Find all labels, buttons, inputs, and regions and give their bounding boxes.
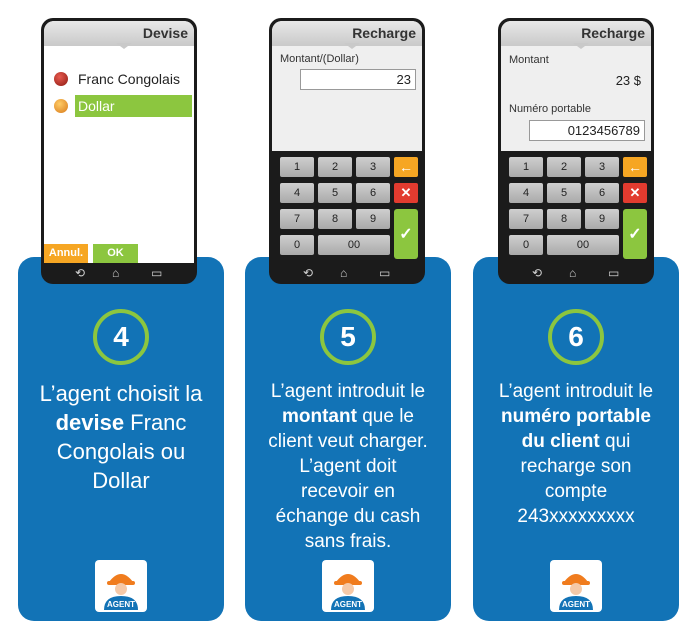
android-navbar: ⟲ ⌂ ▭ <box>269 262 425 284</box>
svg-text:AGENT: AGENT <box>562 600 590 609</box>
key-2[interactable]: 2 <box>547 157 581 177</box>
home-nav-icon[interactable]: ⌂ <box>112 266 120 280</box>
ok-button[interactable]: OK <box>93 244 138 263</box>
numero-portable-label: Numéro portable <box>509 103 591 115</box>
key-2[interactable]: 2 <box>318 157 352 177</box>
screen-title: Devise <box>142 25 188 41</box>
home-nav-icon[interactable]: ⌂ <box>340 266 348 280</box>
montant-value: 23 $ <box>615 73 641 88</box>
key-5[interactable]: 5 <box>547 183 581 203</box>
enter-key[interactable]: ✓ <box>394 209 418 259</box>
screen-title: Recharge <box>581 25 645 41</box>
step-description: L’agent introduit le numéro portable du … <box>498 381 654 527</box>
numeric-keypad: 1 2 3 ← 4 5 6 ✕ 7 8 9 ✓ 0 00 <box>501 151 651 263</box>
delete-key[interactable]: ✕ <box>623 183 647 203</box>
step-card-6: 6 L’agent introduit le numéro portable d… <box>473 257 679 621</box>
montant-label: Montant <box>509 54 549 66</box>
key-0[interactable]: 0 <box>280 235 314 255</box>
recent-apps-icon[interactable]: ▭ <box>608 266 620 280</box>
screen-title: Recharge <box>352 25 416 41</box>
phone-screen: Recharge Montant/(Dollar) 23 1 2 3 ← 4 5… <box>272 21 422 263</box>
android-navbar: ⟲ ⌂ ▭ <box>498 262 654 284</box>
step-description: L’agent introduit le montant que le clie… <box>268 381 428 552</box>
screen-titlebar: Recharge <box>501 21 651 49</box>
back-nav-icon[interactable]: ⟲ <box>75 266 86 280</box>
recent-apps-icon[interactable]: ▭ <box>151 266 163 280</box>
phone-screen: Devise Franc Congolais Dollar Annul. OK <box>44 21 194 263</box>
backspace-key[interactable]: ← <box>394 157 418 177</box>
phone-screen: Recharge Montant 23 $ Numéro portable 01… <box>501 21 651 263</box>
key-7[interactable]: 7 <box>509 209 543 229</box>
key-00[interactable]: 00 <box>318 235 390 255</box>
key-9[interactable]: 9 <box>356 209 390 229</box>
home-nav-icon[interactable]: ⌂ <box>569 266 577 280</box>
agent-badge-icon: AGENT <box>550 560 602 612</box>
key-1[interactable]: 1 <box>509 157 543 177</box>
option-label-franc-congolais[interactable]: Franc Congolais <box>78 71 180 87</box>
annul-button[interactable]: Annul. <box>44 244 88 263</box>
svg-text:AGENT: AGENT <box>107 600 135 609</box>
option-dollar-selected[interactable]: Dollar <box>75 95 192 117</box>
step-number: 5 <box>320 309 376 365</box>
key-9[interactable]: 9 <box>585 209 619 229</box>
agent-badge-icon: AGENT <box>95 560 147 612</box>
screen-titlebar: Devise <box>44 21 194 49</box>
step-description: L’agent choisit la devise Franc Congolai… <box>39 381 203 493</box>
key-1[interactable]: 1 <box>280 157 314 177</box>
back-nav-icon[interactable]: ⟲ <box>532 266 543 280</box>
phone-devise: Devise Franc Congolais Dollar Annul. OK … <box>41 18 197 284</box>
screen-titlebar: Recharge <box>272 21 422 49</box>
agent-badge-icon: AGENT <box>322 560 374 612</box>
phone-recharge-montant: Recharge Montant/(Dollar) 23 1 2 3 ← 4 5… <box>269 18 425 284</box>
key-4[interactable]: 4 <box>280 183 314 203</box>
key-7[interactable]: 7 <box>280 209 314 229</box>
radio-franc-congolais[interactable] <box>54 72 68 86</box>
key-00[interactable]: 00 <box>547 235 619 255</box>
backspace-key[interactable]: ← <box>623 157 647 177</box>
key-8[interactable]: 8 <box>318 209 352 229</box>
step-number: 4 <box>93 309 149 365</box>
key-6[interactable]: 6 <box>585 183 619 203</box>
enter-key[interactable]: ✓ <box>623 209 647 259</box>
key-0[interactable]: 0 <box>509 235 543 255</box>
svg-text:AGENT: AGENT <box>334 600 362 609</box>
key-8[interactable]: 8 <box>547 209 581 229</box>
recent-apps-icon[interactable]: ▭ <box>379 266 391 280</box>
montant-input[interactable]: 23 <box>300 69 416 90</box>
phone-recharge-numero: Recharge Montant 23 $ Numéro portable 01… <box>498 18 654 284</box>
montant-label: Montant/(Dollar) <box>280 53 359 65</box>
step-card-5: 5 L’agent introduit le montant que le cl… <box>245 257 451 621</box>
step-number: 6 <box>548 309 604 365</box>
android-navbar: ⟲ ⌂ ▭ <box>41 262 197 284</box>
key-5[interactable]: 5 <box>318 183 352 203</box>
numeric-keypad: 1 2 3 ← 4 5 6 ✕ 7 8 9 ✓ 0 00 <box>272 151 422 263</box>
numero-portable-input[interactable]: 0123456789 <box>529 120 645 141</box>
key-3[interactable]: 3 <box>356 157 390 177</box>
key-6[interactable]: 6 <box>356 183 390 203</box>
radio-dollar[interactable] <box>54 99 68 113</box>
delete-key[interactable]: ✕ <box>394 183 418 203</box>
back-nav-icon[interactable]: ⟲ <box>303 266 314 280</box>
step-card-4: 4 L’agent choisit la devise Franc Congol… <box>18 257 224 621</box>
key-3[interactable]: 3 <box>585 157 619 177</box>
key-4[interactable]: 4 <box>509 183 543 203</box>
